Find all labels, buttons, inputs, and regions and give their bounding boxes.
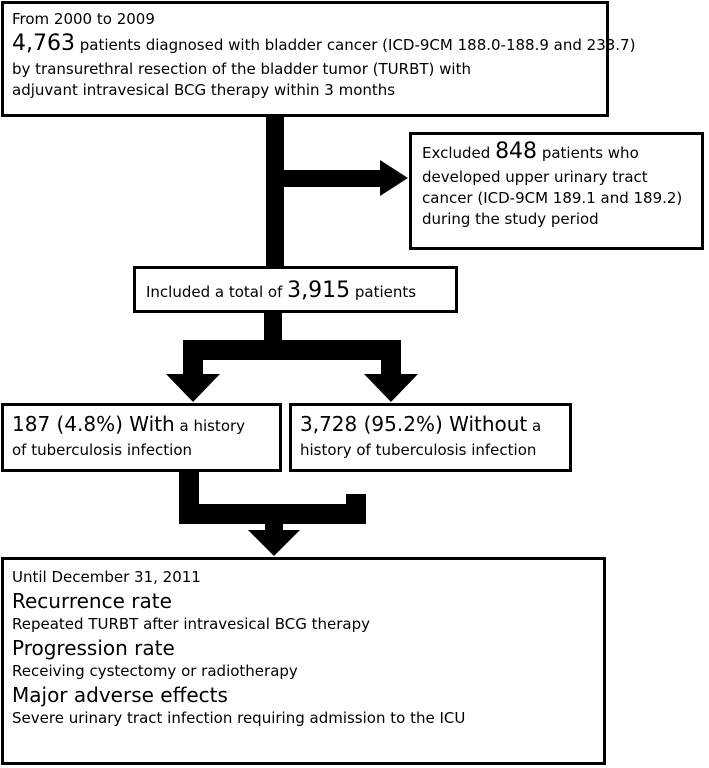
top-line1: patients diagnosed with bladder cancer (… (74, 36, 636, 54)
period-text: From 2000 to 2009 (12, 10, 155, 28)
outcome-desc-progression: Receiving cystectomy or radiotherapy (12, 662, 298, 680)
cohort-source-box: From 2000 to 2009 4,763 patients diagnos… (1, 1, 635, 117)
arrow-to-right-box (364, 374, 418, 402)
tb-history-line2: of tuberculosis infection (12, 441, 193, 459)
no-tb-history-box: 3,728 (95.2%) Without a history of tuber… (289, 403, 572, 472)
no-tb-history-head: 3,728 (95.2%) Without (300, 412, 528, 436)
arrow-to-excluded (380, 160, 408, 196)
top-line2: by transurethral resection of the bladde… (12, 60, 471, 78)
excluded-line4: during the study period (422, 210, 599, 228)
included-count: 3,915 (287, 278, 351, 303)
outcome-title-recurrence: Recurrence rate (12, 589, 172, 613)
arrow-to-left-box (166, 374, 220, 402)
outcome-title-progression: Progression rate (12, 636, 175, 660)
outcome-desc-recurrence: Repeated TURBT after intravesical BCG th… (12, 615, 371, 633)
connector-left-stem (183, 358, 203, 376)
outcomes-box: Until December 31, 2011 Recurrence rate … (1, 557, 606, 765)
excluded-line2: developed upper urinary tract (422, 168, 648, 186)
included-box: Included a total of 3,915 patients (133, 266, 458, 313)
connector-top-to-included (266, 116, 284, 268)
no-tb-history-rest: a (527, 417, 542, 435)
included-suffix: patients (350, 283, 417, 301)
connector-merge-stem (265, 522, 283, 532)
total-patients-count: 4,763 (12, 31, 75, 56)
excluded-line1: patients who (537, 144, 639, 162)
connector-right-stem (381, 358, 401, 376)
arrow-to-bottom-box (248, 530, 300, 556)
no-tb-history-line2: history of tuberculosis infection (300, 441, 537, 459)
connector-to-excluded (284, 170, 382, 187)
connector-split-bar (183, 340, 401, 360)
tb-history-head: 187 (4.8%) With (12, 412, 175, 436)
excluded-box: Excluded 848 patients who developed uppe… (409, 132, 704, 250)
included-prefix: Included a total of (146, 283, 288, 301)
excluded-prefix: Excluded (422, 144, 496, 162)
outcome-title-adverse: Major adverse effects (12, 683, 228, 707)
top-line3: adjuvant intravesical BCG therapy within… (12, 81, 396, 99)
excluded-line3: cancer (ICD-9CM 189.1 and 189.2) (422, 189, 683, 207)
outcome-desc-adverse: Severe urinary tract infection requiring… (12, 709, 466, 727)
tb-history-box: 187 (4.8%) With a history of tuberculosi… (1, 403, 282, 472)
connector-included-down (264, 311, 282, 344)
connector-merge-bar (179, 504, 366, 524)
tb-history-rest: a history (174, 417, 246, 435)
excluded-count: 848 (495, 139, 538, 164)
followup-date: Until December 31, 2011 (12, 568, 201, 586)
